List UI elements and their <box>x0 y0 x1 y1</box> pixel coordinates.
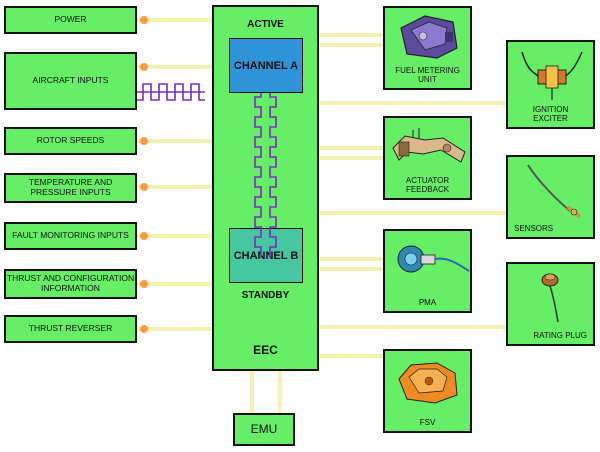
input-label: TEMPERATURE AND PRESSURE INPUTS <box>28 177 113 197</box>
input-connectors <box>140 16 148 333</box>
input-rotor-speeds: ROTOR SPEEDS <box>4 127 137 155</box>
standby-label: STANDBY <box>241 290 290 301</box>
eec-label: EEC <box>253 343 278 357</box>
output-actuator-feedback: ACTUATOR FEEDBACK <box>383 116 472 200</box>
channel-b-label: CHANNEL B <box>233 249 299 262</box>
output-ignition-exciter: IGNITION EXCITER <box>506 40 595 129</box>
emu-label: EMU <box>250 421 278 436</box>
emu-box: EMU <box>233 413 295 446</box>
input-label: POWER <box>54 14 87 25</box>
active-label: ACTIVE <box>247 19 284 30</box>
emu-wires <box>250 371 282 413</box>
rating-plug-picture <box>541 273 559 323</box>
input-label: ROTOR SPEEDS <box>36 135 105 146</box>
output-wires <box>319 33 506 358</box>
input-power: POWER <box>4 6 137 34</box>
output-pma: PMA <box>383 229 472 313</box>
output-label: RATING PLUG <box>533 330 587 340</box>
output-rating-plug: RATING PLUG <box>506 262 595 346</box>
output-sensors: SENSORS <box>506 155 595 239</box>
ignition-exciter-picture <box>521 51 583 100</box>
input-thrust-reverser: THRUST REVERSER <box>4 315 137 343</box>
input-temperature-pressure: TEMPERATURE AND PRESSURE INPUTS <box>4 173 137 203</box>
fuel-metering-unit-picture <box>400 15 458 59</box>
input-label: AIRCRAFT INPUTS <box>32 75 109 86</box>
input-wires <box>137 18 212 331</box>
output-fsv: FSV <box>383 349 472 433</box>
output-label: IGNITION EXCITER <box>532 104 569 123</box>
aircraft-input-databus <box>137 83 205 101</box>
fsv-picture <box>398 362 458 404</box>
input-fault-monitoring: FAULT MONITORING INPUTS <box>4 222 137 250</box>
channel-b: CHANNEL B <box>229 228 303 283</box>
output-label: FSV <box>419 417 436 427</box>
input-label: THRUST REVERSER <box>28 323 113 334</box>
input-label: FAULT MONITORING INPUTS <box>12 230 129 241</box>
output-label: PMA <box>418 297 437 307</box>
input-thrust-configuration: THRUST AND CONFIGURATION INFORMATION <box>4 269 137 299</box>
channel-a-label: CHANNEL A <box>233 59 299 72</box>
input-label: THRUST AND CONFIGURATION INFORMATION <box>6 273 135 293</box>
sensor-probe-picture <box>527 164 582 219</box>
channel-a: CHANNEL A <box>229 38 303 93</box>
output-label: FUEL METERING UNIT <box>395 65 460 84</box>
output-fuel-metering-unit: FUEL METERING UNIT <box>383 6 472 90</box>
output-label: ACTUATOR FEEDBACK <box>405 175 450 194</box>
actuator-picture <box>392 128 466 163</box>
output-label: SENSORS <box>514 223 554 233</box>
input-aircraft: AIRCRAFT INPUTS <box>4 52 137 110</box>
pma-picture <box>397 245 470 273</box>
